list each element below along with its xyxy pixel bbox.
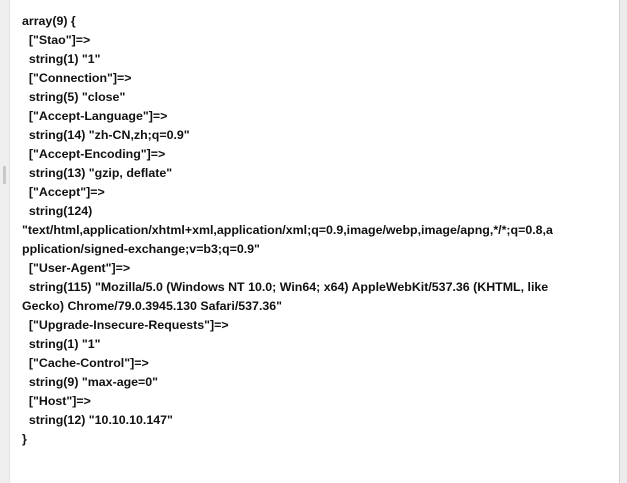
dump-line: ["Accept"]=>	[22, 185, 105, 199]
dump-line: "text/html,application/xhtml+xml,applica…	[22, 223, 553, 237]
dump-line: }	[22, 432, 27, 446]
var-dump-output: array(9) { ["Stao"]=> string(1) "1" ["Co…	[22, 12, 617, 449]
dump-line: ["Upgrade-Insecure-Requests"]=>	[22, 318, 229, 332]
dump-line: array(9) {	[22, 14, 76, 28]
dump-line: string(1) "1"	[22, 52, 101, 66]
scrollbar-track[interactable]	[619, 0, 627, 483]
dump-line: Gecko) Chrome/79.0.3945.130 Safari/537.3…	[22, 299, 283, 313]
dump-line: ["Accept-Encoding"]=>	[22, 147, 166, 161]
dump-line: ["Connection"]=>	[22, 71, 132, 85]
dump-line: string(115) "Mozilla/5.0 (Windows NT 10.…	[22, 280, 549, 294]
dump-line: string(13) "gzip, deflate"	[22, 166, 173, 180]
dump-line: string(1) "1"	[22, 337, 101, 351]
dump-line: ["User-Agent"]=>	[22, 261, 131, 275]
left-gutter	[0, 0, 10, 483]
dump-line: ["Host"]=>	[22, 394, 91, 408]
dump-line: string(124)	[22, 204, 93, 218]
dump-line: string(5) "close"	[22, 90, 126, 104]
dump-line: pplication/signed-exchange;v=b3;q=0.9"	[22, 242, 260, 256]
dump-line: string(9) "max-age=0"	[22, 375, 159, 389]
dump-line: ["Cache-Control"]=>	[22, 356, 149, 370]
dump-line: string(12) "10.10.10.147"	[22, 413, 173, 427]
dump-line: string(14) "zh-CN,zh;q=0.9"	[22, 128, 190, 142]
dump-line: ["Accept-Language"]=>	[22, 109, 168, 123]
resize-handle[interactable]	[3, 166, 6, 184]
dump-line: ["Stao"]=>	[22, 33, 91, 47]
